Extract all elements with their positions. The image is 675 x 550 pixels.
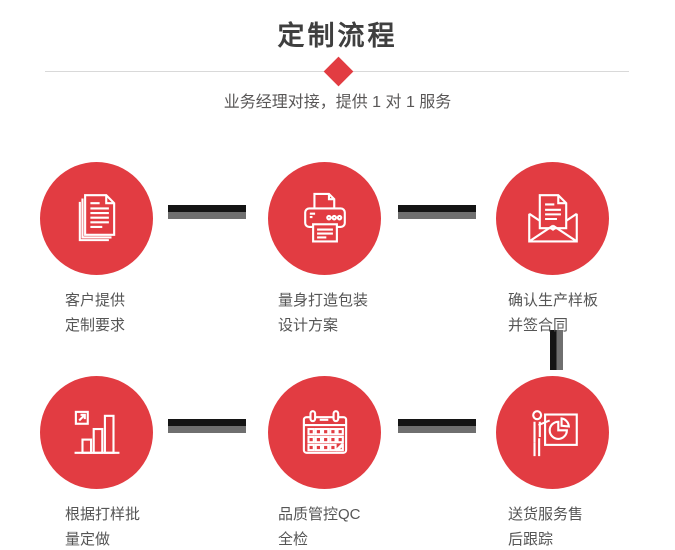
step-sample-contract: 确认生产样板 并签合同 <box>496 162 609 334</box>
step-quality-control: 品质管控QC 全检 <box>268 376 381 548</box>
connector-step1-step2 <box>168 205 246 219</box>
diamond-accent-icon <box>323 56 354 87</box>
step-label: 根据打样批 量定做 <box>65 506 141 548</box>
bar-chart-icon <box>74 410 119 454</box>
step-delivery-aftersales: 送货服务售 后跟踪 <box>496 376 609 548</box>
connector-step4-step5 <box>168 419 246 433</box>
step-packaging-design: 量身打造包装 设计方案 <box>268 162 381 334</box>
connector-step5-step6 <box>398 419 476 433</box>
printer-icon <box>303 192 346 242</box>
connector-step3-step6 <box>550 330 563 370</box>
step-circle <box>40 376 153 489</box>
step-label: 确认生产样板 并签合同 <box>508 292 599 334</box>
step-circle <box>268 376 381 489</box>
step-label: 量身打造包装 设计方案 <box>278 292 369 334</box>
documents-icon <box>78 193 115 241</box>
presentation-icon <box>531 409 578 456</box>
envelope-icon <box>527 193 578 242</box>
page-title: 定制流程 <box>277 21 398 51</box>
step-label: 送货服务售 后跟踪 <box>508 506 584 548</box>
step-label: 客户提供 定制要求 <box>65 292 126 334</box>
step-batch-production: 根据打样批 量定做 <box>40 376 153 548</box>
step-circle <box>40 162 153 275</box>
calendar-icon <box>302 409 347 454</box>
step-circle <box>268 162 381 275</box>
connector-step2-step3 <box>398 205 476 219</box>
page-subtitle: 业务经理对接，提供 1 对 1 服务 <box>223 94 452 111</box>
step-circle <box>496 376 609 489</box>
step-label: 品质管控QC 全检 <box>278 506 361 548</box>
step-customer-requirements: 客户提供 定制要求 <box>40 162 153 334</box>
step-circle <box>496 162 609 275</box>
